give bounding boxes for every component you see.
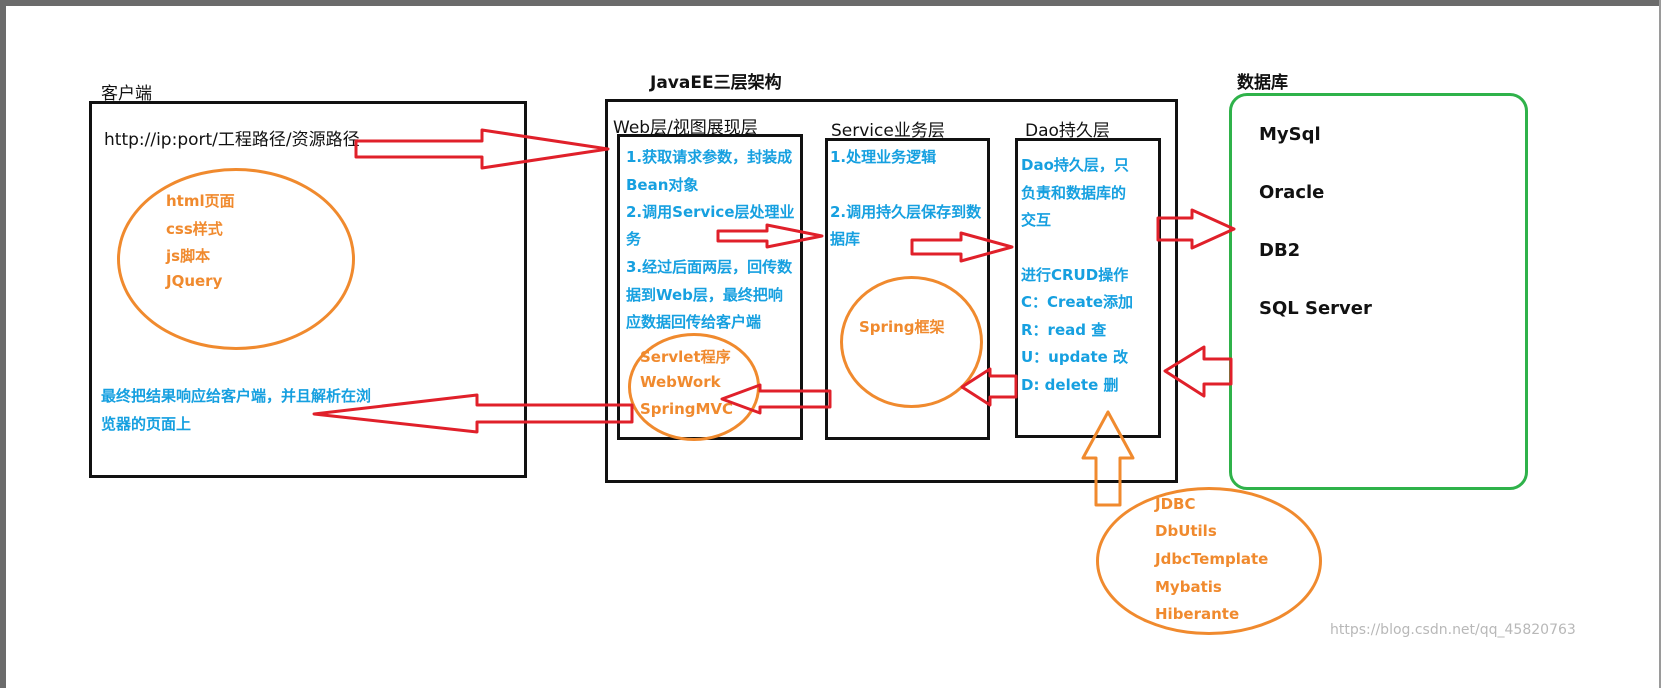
dao-tech-item: Mybatis xyxy=(1155,578,1222,596)
dao-crud-line: U：update 改 xyxy=(1021,348,1129,366)
service-layer-box xyxy=(825,138,990,440)
dao-layer-label: Dao持久层 xyxy=(1025,121,1110,141)
frontend-item: js脚本 xyxy=(166,247,211,265)
client-url: http://ip:port/工程路径/资源路径 xyxy=(104,130,360,150)
frontend-item: css样式 xyxy=(166,220,223,238)
javaee-box xyxy=(605,99,1178,483)
dao-desc-line: Dao持久层，只 xyxy=(1021,156,1129,174)
service-framework-label: Spring框架 xyxy=(859,318,945,336)
web-framework-item: WebWork xyxy=(640,373,721,391)
arrow-client-to-web xyxy=(354,128,610,170)
window-frame-left xyxy=(0,0,6,688)
dao-crud-line: R：read 查 xyxy=(1021,321,1107,339)
dao-tech-ellipse xyxy=(1096,487,1322,635)
javaee-title: JavaEE三层架构 xyxy=(650,73,782,93)
web-step-line: Bean对象 xyxy=(626,176,699,194)
database-item: Oracle xyxy=(1259,182,1325,203)
dao-crud-line: 进行CRUD操作 xyxy=(1021,266,1129,284)
arrow-tech-to-dao xyxy=(1081,410,1135,507)
arrow-database-to-dao xyxy=(1163,345,1233,398)
database-box xyxy=(1229,93,1528,490)
database-item: MySql xyxy=(1259,124,1321,145)
frontend-item: JQuery xyxy=(166,272,223,290)
dao-layer-box xyxy=(1015,138,1161,438)
service-step-line: 2.调用持久层保存到数 xyxy=(830,203,982,221)
response-text-line: 最终把结果响应给客户端，并且解析在浏 xyxy=(101,387,372,405)
web-step-line: 务 xyxy=(626,230,642,248)
client-label: 客户端 xyxy=(101,84,152,104)
arrow-service-to-dao xyxy=(910,231,1014,263)
service-layer-label: Service业务层 xyxy=(831,121,945,141)
dao-tech-item: JdbcTemplate xyxy=(1155,550,1269,568)
response-text-line: 览器的页面上 xyxy=(101,415,192,433)
web-layer-label: Web层/视图展现层 xyxy=(613,118,758,138)
dao-tech-item: JDBC xyxy=(1155,495,1196,513)
service-step-line: 据库 xyxy=(830,230,861,248)
arrow-dao-to-service xyxy=(960,367,1018,407)
frontend-ellipse xyxy=(117,168,355,350)
client-box xyxy=(89,101,527,478)
dao-crud-line: D: delete 删 xyxy=(1021,376,1119,394)
arrow-dao-to-database xyxy=(1156,208,1236,250)
database-title: 数据库 xyxy=(1237,73,1288,93)
web-step-line: 2.调用Service层处理业 xyxy=(626,203,795,221)
web-step-line: 据到Web层，最终把响 xyxy=(626,286,783,304)
frontend-item: html页面 xyxy=(166,192,235,210)
web-framework-item: Servlet程序 xyxy=(640,348,731,366)
database-item: SQL Server xyxy=(1259,298,1372,319)
web-step-line: 应数据回传给客户端 xyxy=(626,313,762,331)
service-step-line: 1.处理业务逻辑 xyxy=(830,148,937,166)
arrow-web-to-service xyxy=(716,223,824,249)
web-framework-item: SpringMVC xyxy=(640,400,734,418)
database-item: DB2 xyxy=(1259,240,1301,261)
window-frame-right xyxy=(1659,0,1661,688)
dao-tech-item: Hiberante xyxy=(1155,605,1240,623)
dao-tech-item: DbUtils xyxy=(1155,522,1217,540)
dao-desc-line: 交互 xyxy=(1021,211,1052,229)
watermark: https://blog.csdn.net/qq_45820763 xyxy=(1330,622,1576,638)
arrow-web-to-client xyxy=(312,393,634,434)
window-frame-top xyxy=(0,0,1661,6)
web-step-line: 3.经过后面两层，回传数 xyxy=(626,258,793,276)
web-step-line: 1.获取请求参数，封装成 xyxy=(626,148,793,166)
arrow-service-to-web xyxy=(720,383,832,415)
service-framework-ellipse xyxy=(840,276,983,408)
dao-desc-line: 负责和数据库的 xyxy=(1021,184,1127,202)
dao-crud-line: C：Create添加 xyxy=(1021,293,1134,311)
